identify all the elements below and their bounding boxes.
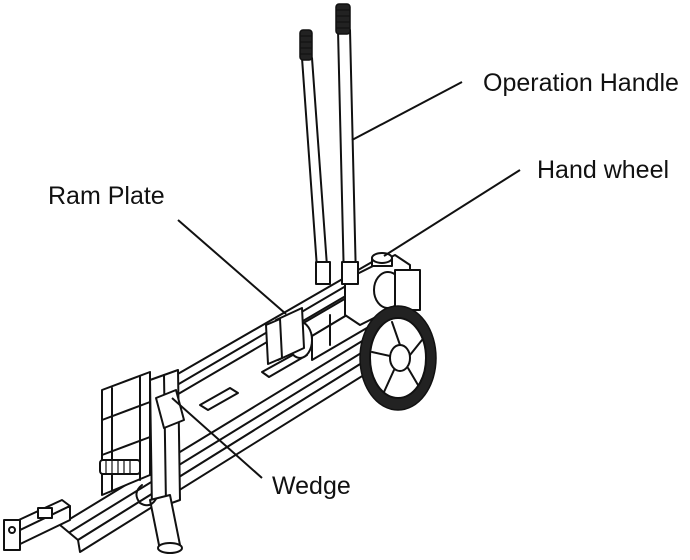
label-operation-handle: Operation Handle <box>483 69 679 97</box>
ram-plate <box>265 307 305 365</box>
label-ram-plate: Ram Plate <box>48 182 165 210</box>
leader-wedge <box>171 397 263 479</box>
leader-hand-wheel <box>383 169 521 257</box>
wedge-assembly <box>99 369 185 554</box>
leader-operation-handle <box>351 81 463 141</box>
operation-handle <box>299 3 359 285</box>
label-hand-wheel: Hand wheel <box>537 156 669 184</box>
label-wedge: Wedge <box>272 472 351 500</box>
tow-hitch <box>3 499 71 551</box>
hand-wheel <box>371 252 393 267</box>
wheel <box>359 305 437 411</box>
spring-coil <box>99 459 141 475</box>
leader-lines <box>171 81 521 479</box>
leader-ram-plate <box>177 219 287 315</box>
